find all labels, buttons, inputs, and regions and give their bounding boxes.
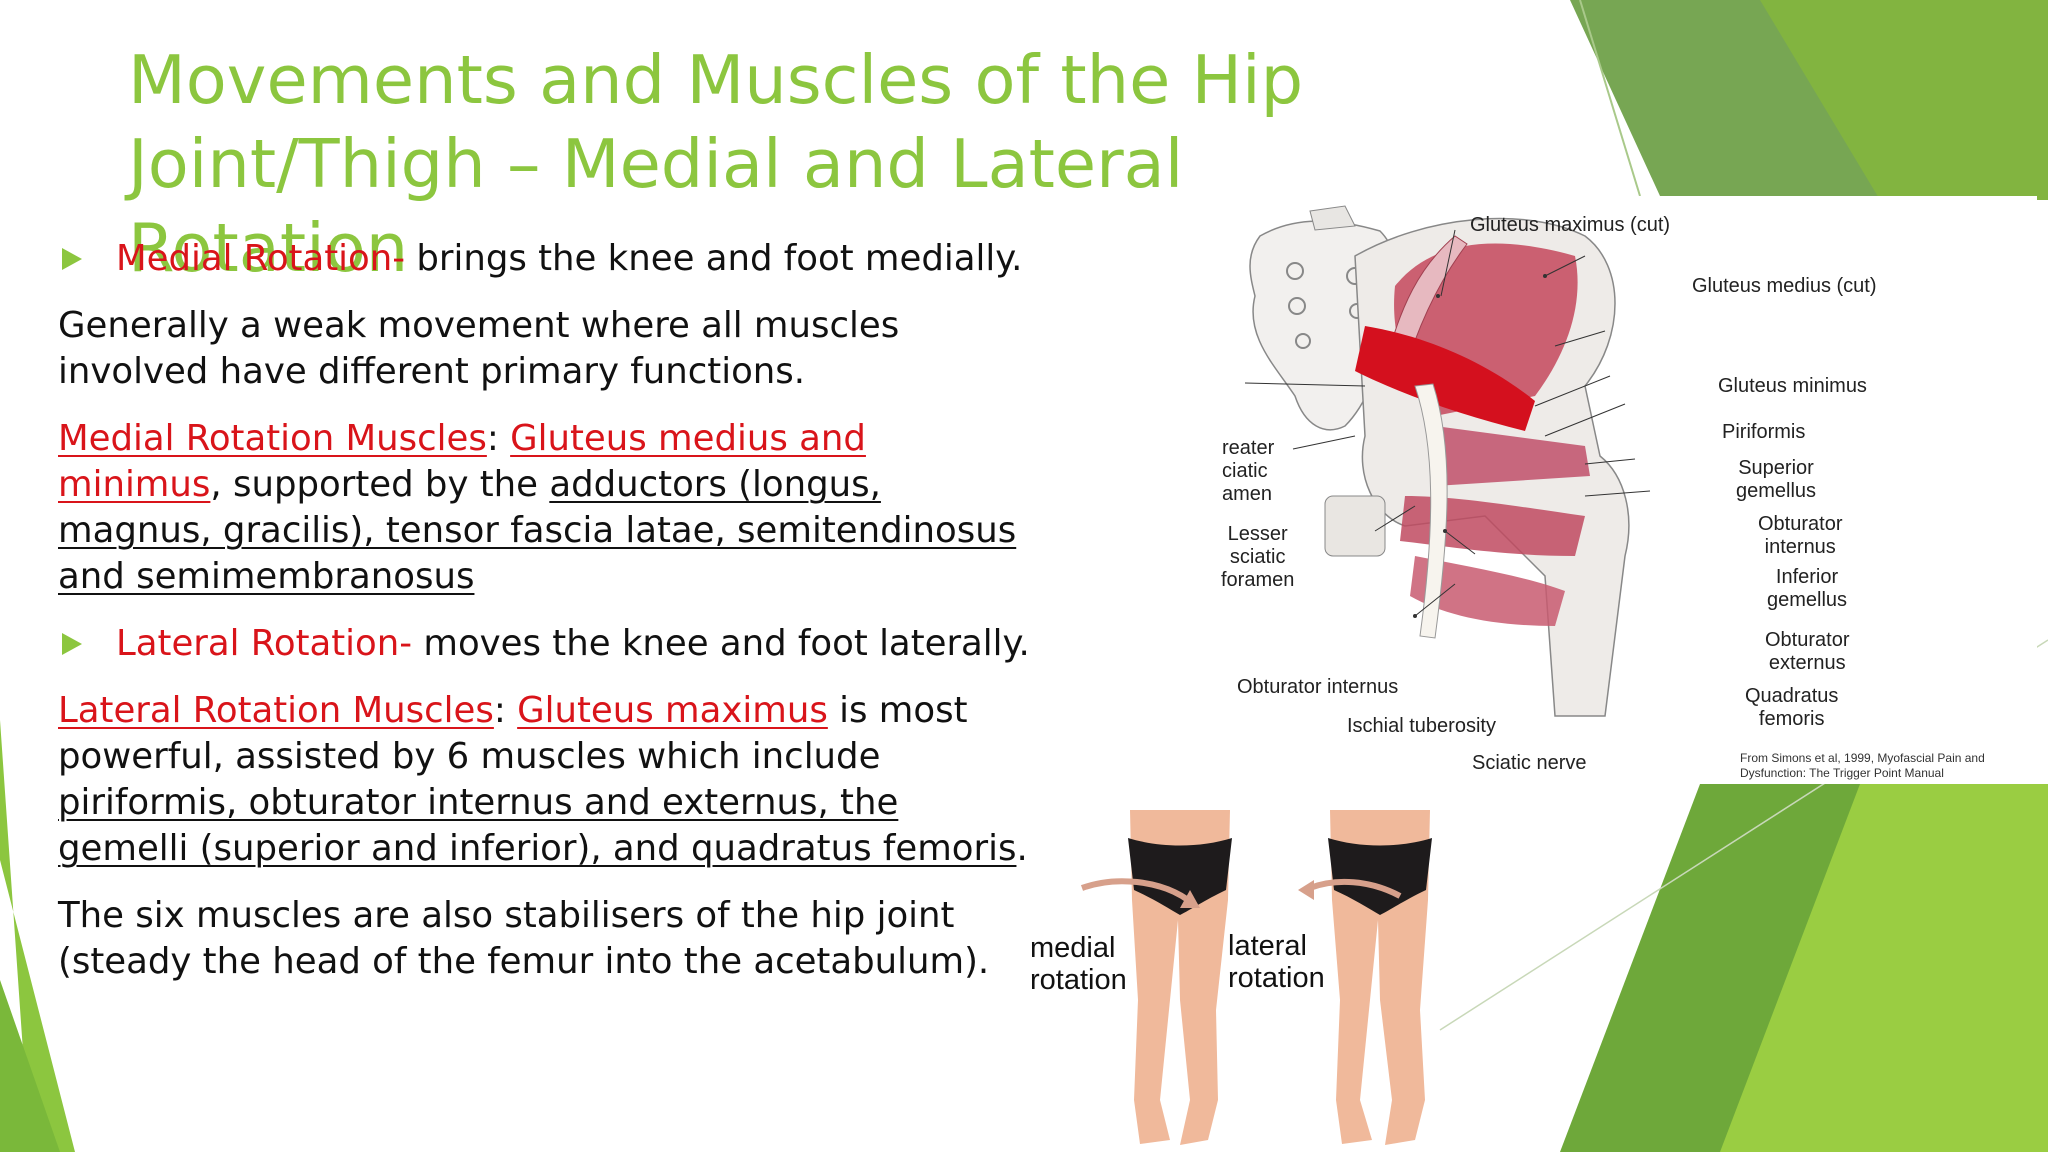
lateral-mid-text: is most powerful, assisted by 6 muscles … xyxy=(58,690,968,777)
label-ischial-tuberosity: Ischial tuberosity xyxy=(1347,715,1496,737)
label-obturator-externus-line1: Obturator xyxy=(1765,629,1850,651)
label-quadratus-femoris-line1: Quadratus xyxy=(1745,685,1839,707)
leader-dots xyxy=(1413,274,1547,618)
label-gluteus-maximus-cut: Gluteus maximus (cut) xyxy=(1470,214,1671,236)
title-line-1: Movements and Muscles of the Hip xyxy=(128,41,1304,119)
colon: : xyxy=(493,690,518,731)
hip-anatomy-illustration: Gluteus maximus (cut) Gluteus medius (cu… xyxy=(1205,196,2037,784)
lateral-rotation-desc: moves the knee and foot laterally. xyxy=(412,623,1030,664)
medial-primary-muscles: Gluteus medius and minimus xyxy=(58,418,866,505)
comma: , xyxy=(210,464,222,505)
medial-muscles-label: Medial Rotation Muscles xyxy=(58,418,487,459)
lateral-primary-muscle: Gluteus maximus xyxy=(517,690,828,731)
label-obturator-internus-bottom: Obturator internus xyxy=(1237,676,1399,698)
piriformis-muscle xyxy=(1355,326,1535,431)
figure-credit-line1: From Simons et al, 1999, Myofascial Pain… xyxy=(1740,751,1985,765)
medial-rotation-heading: Medial Rotation- xyxy=(116,238,406,279)
label-lesser-sciatic-foramen: Lesser sciatic foramen xyxy=(1221,523,1294,592)
green-band-bottom-left xyxy=(0,720,75,1152)
colon: : xyxy=(486,418,511,459)
medial-rotation-arrow-icon xyxy=(1080,878,1190,903)
label-quadratus-femoris: Quadratus femoris xyxy=(1745,685,1838,731)
medial-rotation-bullet: Medial Rotation- brings the knee and foo… xyxy=(58,236,1038,282)
stabiliser-note: The six muscles are also stabilisers of … xyxy=(58,895,990,982)
figure-credit-line2: Dysfunction: The Trigger Point Manual xyxy=(1740,766,1944,780)
leader-lines xyxy=(1244,229,1651,617)
green-band-bottom-right-light xyxy=(1720,784,2048,1152)
lateral-rotation-arrowhead-icon xyxy=(1298,880,1314,900)
label-obturator-externus: Obturator externus xyxy=(1765,629,1849,675)
label-lesser-sciatic-line3: foramen xyxy=(1221,569,1295,591)
slide-body: Medial Rotation- brings the knee and foo… xyxy=(58,236,1038,1006)
six-lateral-rotators: piriformis, obturator internus and exter… xyxy=(58,782,1017,869)
lateral-rotation-bullet: Lateral Rotation- moves the knee and foo… xyxy=(58,621,1038,667)
label-lesser-sciatic-line1: Lesser xyxy=(1227,523,1288,545)
label-gluteus-minimus: Gluteus minimus xyxy=(1718,375,1867,397)
leg-rotation-photo: medial rotation lateral rotation xyxy=(1020,800,1440,1152)
label-superior-gemellus-line1: Superior xyxy=(1738,457,1814,479)
lateral-rotation-heading: Lateral Rotation- xyxy=(116,623,413,664)
slide-title: Movements and Muscles of the Hip Joint/T… xyxy=(128,38,1428,290)
lateral-rotation-caption: lateral rotation xyxy=(1228,930,1325,994)
label-greater-sciatic-line1: reater xyxy=(1222,437,1275,459)
right-figure-legs xyxy=(1328,810,1432,1145)
left-figure-legs xyxy=(1128,810,1232,1145)
medial-muscles-paragraph: Medial Rotation Muscles: Gluteus medius … xyxy=(58,416,1038,600)
label-obturator-internus: Obturator internus xyxy=(1758,513,1842,559)
green-band-left-thin xyxy=(0,980,60,1152)
label-inferior-gemellus: Inferior gemellus xyxy=(1767,566,1847,612)
label-piriformis: Piriformis xyxy=(1722,421,1806,443)
sciatic-nerve-shape xyxy=(1414,383,1448,639)
label-greater-sciatic-line3: amen xyxy=(1222,483,1273,505)
medial-caption-line2: rotation xyxy=(1030,964,1127,996)
label-sciatic-nerve: Sciatic nerve xyxy=(1472,752,1587,774)
medial-rotation-desc: brings the knee and foot medially. xyxy=(405,238,1023,279)
hip-anatomy-drawing xyxy=(1244,205,1651,717)
leg-rotation-drawing xyxy=(1080,810,1432,1145)
label-lesser-sciatic-line2: sciatic xyxy=(1229,546,1286,568)
label-inferior-gemellus-line2: gemellus xyxy=(1767,589,1848,611)
triangle-bullet-icon xyxy=(62,633,82,655)
figure-credit: From Simons et al, 1999, Myofascial Pain… xyxy=(1740,751,1985,781)
supported-by-text: supported by the xyxy=(221,464,550,505)
lateral-rotation-arrow-icon xyxy=(1308,878,1402,899)
medial-supporting-muscles: adductors (longus, magnus, gracilis), te… xyxy=(58,464,1017,597)
medial-rotation-arrowhead-icon xyxy=(1180,890,1200,908)
label-gluteus-medius-cut: Gluteus medius (cut) xyxy=(1692,275,1877,297)
label-obturator-externus-line2: externus xyxy=(1768,652,1846,674)
deco-line xyxy=(1579,0,1641,197)
label-superior-gemellus: Superior gemellus xyxy=(1736,457,1816,503)
label-obturator-internus-line2: internus xyxy=(1764,536,1836,558)
label-quadratus-femoris-line2: femoris xyxy=(1758,708,1825,730)
medial-caption-line1: medial xyxy=(1030,932,1116,964)
lateral-muscles-paragraph: Lateral Rotation Muscles: Gluteus maximu… xyxy=(58,688,1038,872)
label-inferior-gemellus-line1: Inferior xyxy=(1775,566,1839,588)
label-obturator-internus-line1: Obturator xyxy=(1758,513,1843,535)
label-greater-sciatic-foramen: reater ciatic amen xyxy=(1222,437,1274,506)
triangle-bullet-icon xyxy=(62,248,82,270)
period: . xyxy=(1016,828,1028,869)
label-greater-sciatic-line2: ciatic xyxy=(1222,460,1268,482)
medial-note: Generally a weak movement where all musc… xyxy=(58,305,900,392)
lateral-muscles-label: Lateral Rotation Muscles xyxy=(58,690,494,731)
lateral-caption-line2: rotation xyxy=(1228,962,1325,994)
medial-rotation-caption: medial rotation xyxy=(1030,932,1127,996)
green-band-right xyxy=(1760,0,2048,200)
lateral-caption-line1: lateral xyxy=(1228,930,1307,962)
title-line-2: Joint/Thigh – Medial and Lateral Rotatio… xyxy=(128,125,1184,287)
label-superior-gemellus-line2: gemellus xyxy=(1736,480,1817,502)
